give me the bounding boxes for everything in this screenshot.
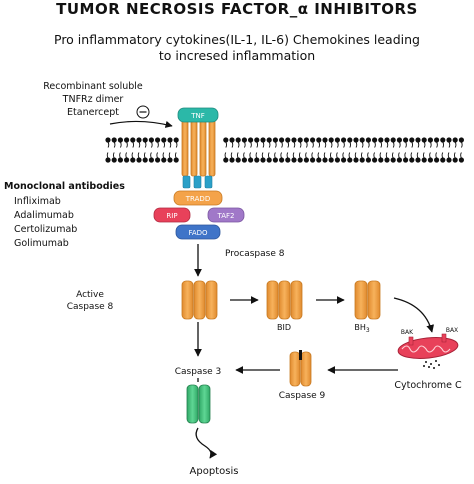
fado-label: FADO — [188, 229, 208, 237]
caspase9-protein — [289, 351, 312, 387]
subtitle-line-2: to incresed inflammation — [158, 48, 316, 63]
tnf-receptor-complex: TNF TRADD RIP TAF2 FADO — [153, 107, 245, 240]
bak-label: BAK — [401, 329, 414, 336]
diagram-subtitle: Pro inflammatory cytokines(IL-1, IL-6) C… — [0, 32, 474, 64]
bid-label: BID — [277, 323, 291, 332]
rip-label: RIP — [166, 212, 177, 220]
etanercept-label: Recombinant soluble TNFRz dimer Etanerce… — [32, 80, 154, 119]
antibody-golimumab: Golimumab — [14, 238, 69, 249]
bh3-label: BH3 — [354, 323, 370, 334]
bid-protein — [266, 280, 303, 320]
inhibitor-line-3: Etanercept — [67, 107, 119, 118]
arrow-to-mitochondrion — [393, 297, 435, 333]
cell-membrane — [105, 137, 464, 163]
inhibitor-line-1: Recombinant soluble — [43, 81, 143, 92]
subtitle-line-1: Pro inflammatory cytokines(IL-1, IL-6) C… — [54, 32, 420, 47]
caspase3-label: Caspase 3 — [175, 367, 222, 377]
bh3-protein — [354, 280, 381, 320]
caspase3-protein — [186, 384, 211, 424]
tnf-label: TNF — [190, 112, 205, 120]
inhibitor-line-2: TNFRz dimer — [62, 94, 124, 105]
caspase9-label: Caspase 9 — [279, 391, 326, 401]
caspase8-protein — [181, 280, 218, 320]
mitochondrion-icon — [397, 333, 459, 369]
antibody-adalimumab: Adalimumab — [14, 210, 74, 221]
antibodies-heading: Monoclonal antibodies — [4, 181, 125, 192]
tradd-label: TRADD — [185, 195, 210, 203]
bax-label: BAX — [446, 327, 458, 334]
apoptosis-label: Apoptosis — [190, 466, 239, 477]
active-caspase8-line2: Caspase 8 — [67, 302, 114, 312]
procaspase8-label: Procaspase 8 — [225, 249, 285, 259]
active-caspase8-line1: Active — [76, 290, 104, 300]
taf2-label: TAF2 — [216, 212, 234, 220]
arrow-to-apoptosis — [195, 427, 218, 459]
monoclonal-antibodies: Monoclonal antibodies Infliximab Adalimu… — [4, 180, 144, 251]
antibody-certolizumab: Certolizumab — [14, 224, 78, 235]
cytochrome-c-label: Cytochrome C — [394, 380, 462, 391]
diagram-title: TUMOR NECROSIS FACTOR_α INHIBITORS — [56, 0, 418, 18]
inhibition-arrow — [109, 120, 173, 128]
antibody-infliximab: Infliximab — [14, 196, 61, 207]
